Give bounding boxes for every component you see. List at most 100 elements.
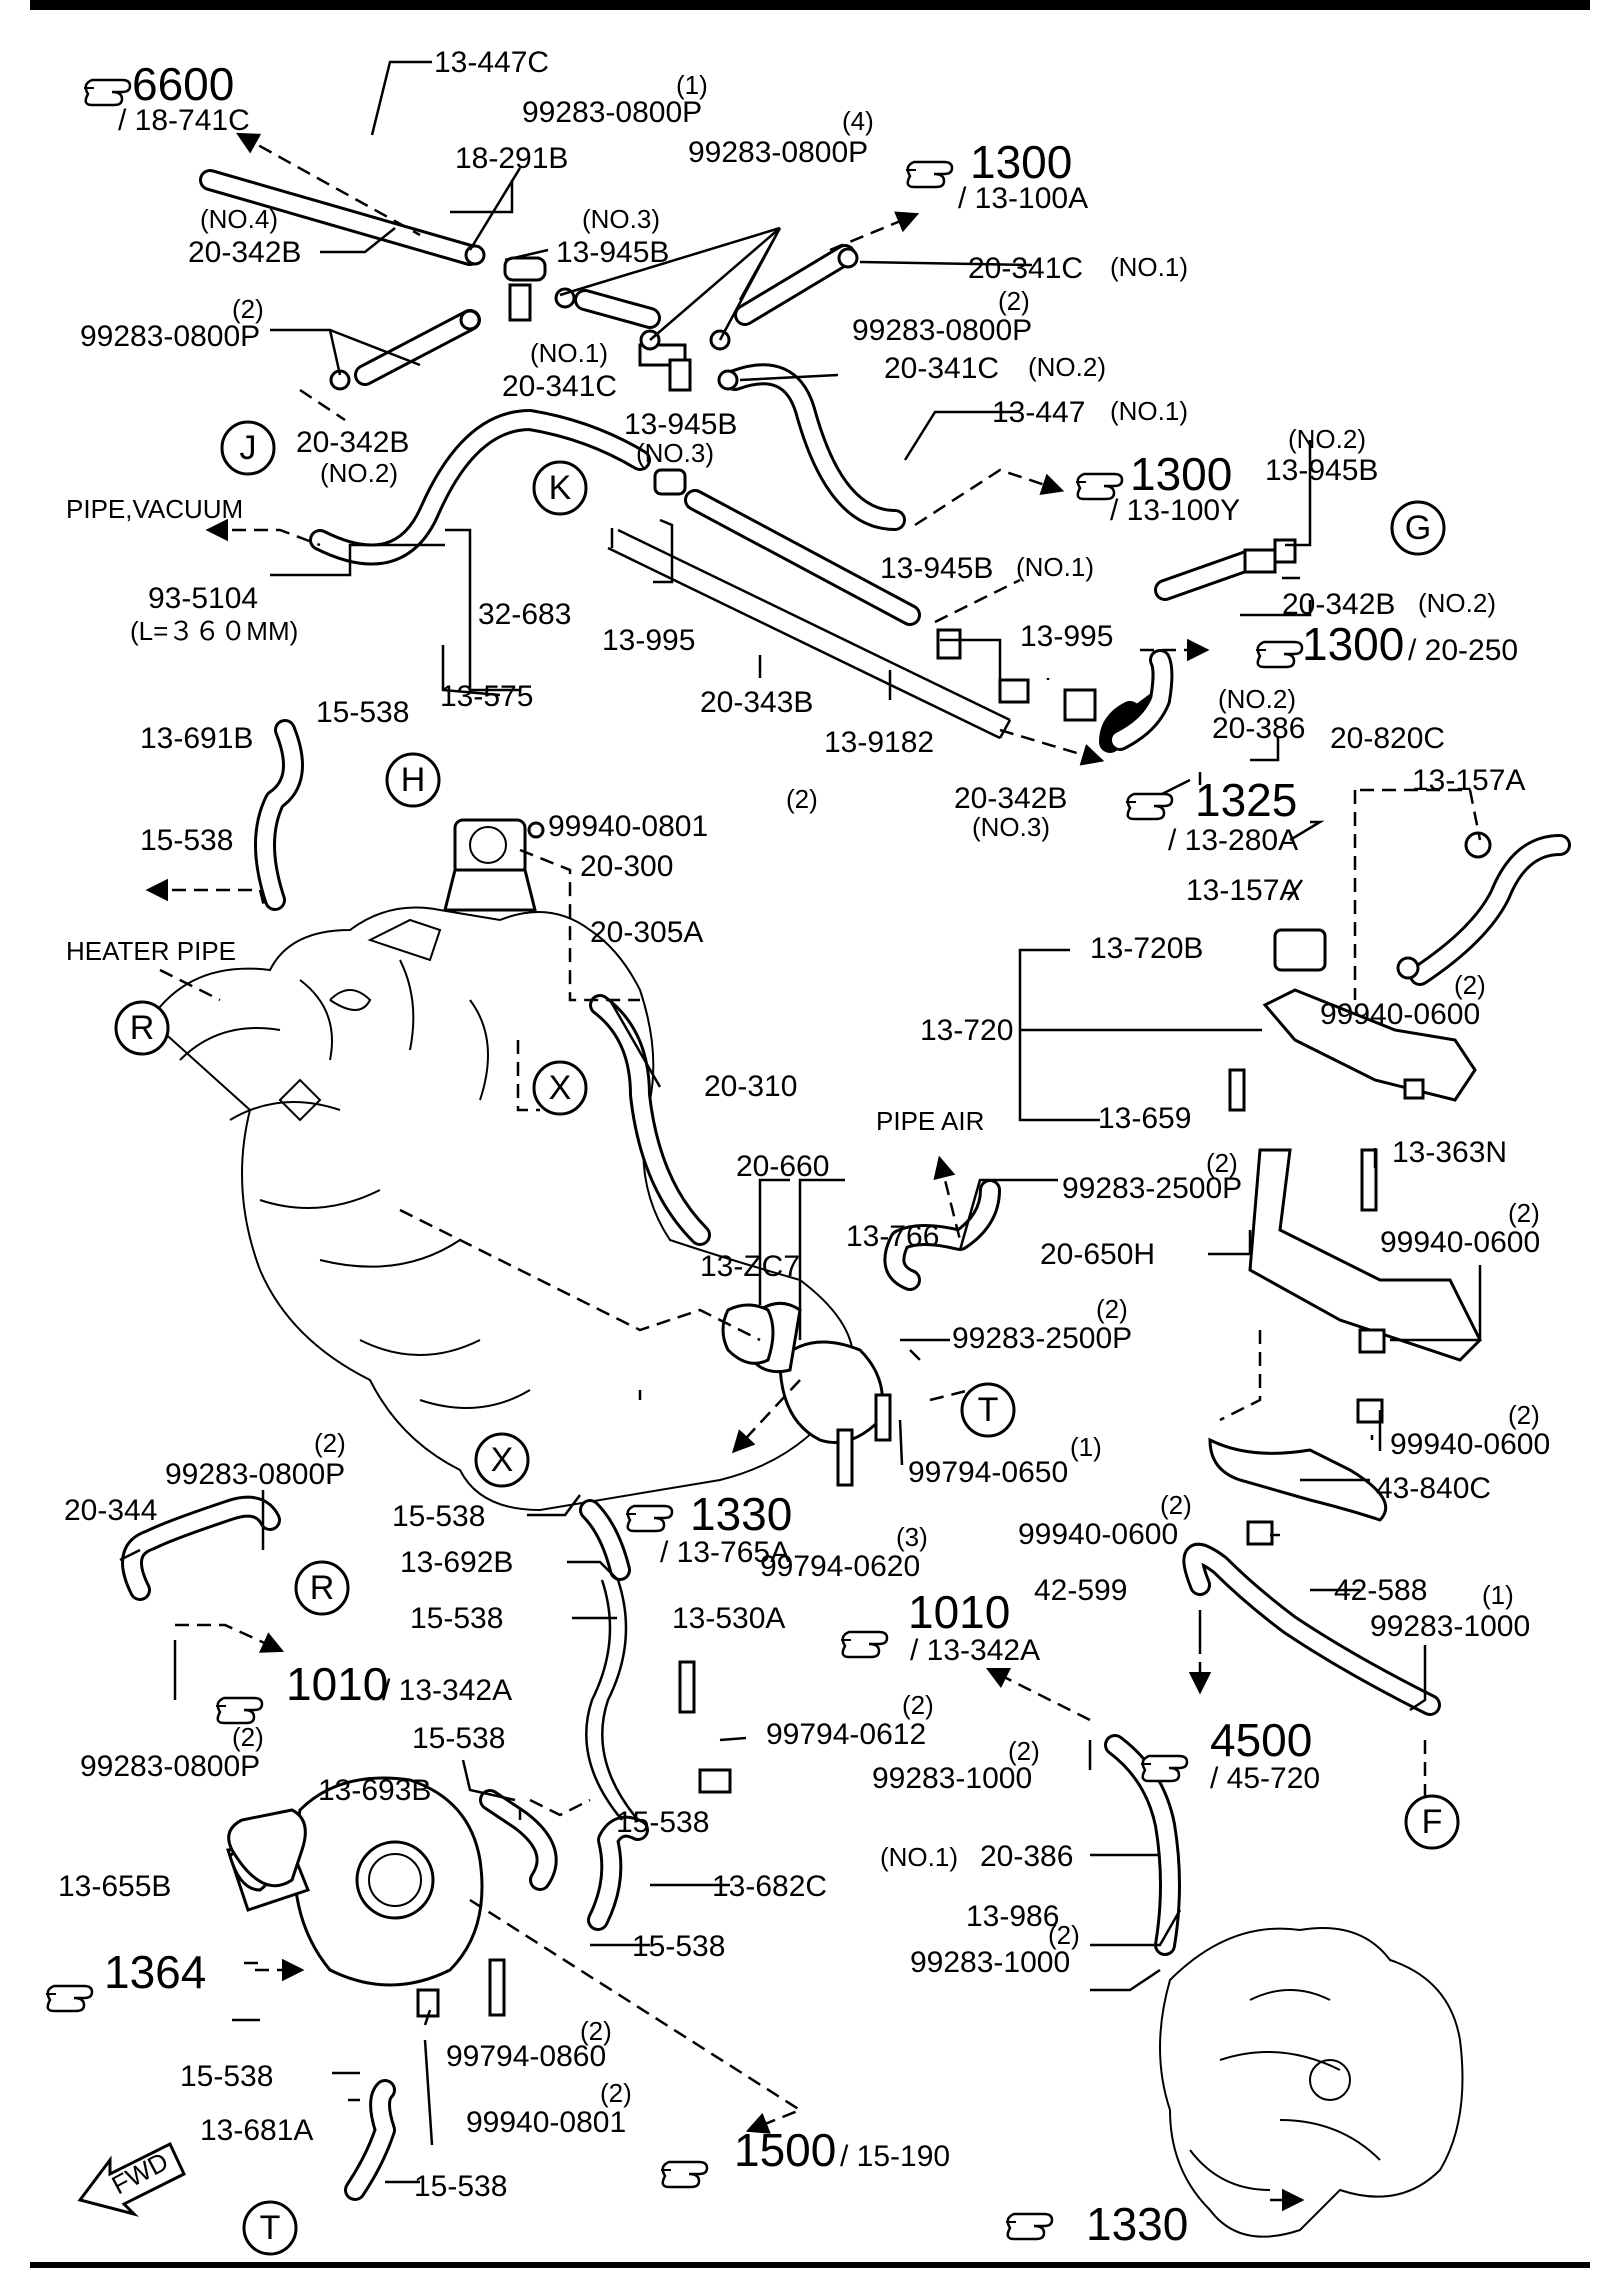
pointing-hand-icon — [82, 78, 132, 107]
dashed-reference-lines — [145, 132, 1482, 2212]
no3: (NO.3) — [582, 204, 660, 234]
fwd-arrow-icon: FWD — [77, 2141, 186, 2217]
ref-45-720: / 45-720 — [1210, 1762, 1320, 1795]
label-13-945b: 13-945B — [556, 236, 669, 269]
qty-2-o: (2) — [580, 2016, 612, 2046]
qty-2-k: (2) — [902, 1690, 934, 1720]
ref-13-765a: / 13-765A — [660, 1536, 790, 1569]
label-13-157a: 13-157A — [1412, 764, 1525, 797]
qty-1-c: (1) — [1482, 1580, 1514, 1610]
no2-d: (NO.2) — [1418, 588, 1496, 618]
label-13-655b: 13-655B — [58, 1870, 171, 1903]
qty-2-p: (2) — [600, 2078, 632, 2108]
label-13-945b-c: 13-945B — [1265, 454, 1378, 487]
intake-manifold-illustration — [1159, 1927, 1464, 2238]
label-18-291b: 18-291B — [455, 142, 568, 175]
label-20-343b: 20-343B — [700, 686, 813, 719]
ref-20-250: / 20-250 — [1408, 634, 1518, 667]
label-13-447: 13-447 — [992, 396, 1085, 429]
callout-t-2: T — [260, 2209, 281, 2247]
pointing-hand-icon — [904, 160, 954, 189]
qty-2-n: (2) — [1048, 1920, 1080, 1950]
label-20-386-b: 20-386 — [980, 1840, 1073, 1873]
label-13-zc7: 13-ZC7 — [700, 1250, 800, 1283]
label-20-342b-c: 20-342B — [1282, 588, 1395, 621]
pointing-hand-icon — [624, 1504, 674, 1533]
label-20-386: 20-386 — [1212, 712, 1305, 745]
label-99940-0600-d: 99940-0600 — [1018, 1518, 1178, 1551]
no2-c: (NO.2) — [1288, 424, 1366, 454]
qty-1: (1) — [676, 70, 708, 100]
solenoid-valve — [443, 818, 545, 912]
ref-1010: 1010 — [908, 1586, 1010, 1638]
label-99794-0612: 99794-0612 — [766, 1718, 926, 1751]
callout-h: H — [401, 761, 426, 799]
ref-1330-b: 1330 — [1086, 2198, 1188, 2250]
callout-x: X — [549, 1069, 572, 1107]
qty-2-j: (2) — [1160, 1490, 1192, 1520]
ref-1330: 1330 — [690, 1488, 792, 1540]
pipe-air: PIPE AIR — [876, 1106, 984, 1136]
qty-2-m: (2) — [1008, 1736, 1040, 1766]
label-length: (L=３６０MM) — [130, 616, 298, 646]
label-15-538-d: 15-538 — [410, 1602, 503, 1635]
label-13-9182: 13-9182 — [824, 726, 934, 759]
fittings — [329, 244, 1492, 980]
pipe-vacuum: PIPE,VACUUM — [66, 494, 243, 524]
label-42-599: 42-599 — [1034, 1574, 1127, 1607]
no1-b: (NO.1) — [530, 338, 608, 368]
label-13-720b: 13-720B — [1090, 932, 1203, 965]
bracket-20-650h — [1248, 1148, 1482, 1424]
label-20-660: 20-660 — [736, 1150, 829, 1183]
ref-6600: 6600 — [132, 58, 234, 110]
label-20-341c-b: 20-341C — [502, 370, 617, 403]
label-13-682c: 13-682C — [712, 1870, 827, 1903]
label-13-681a: 13-681A — [200, 2114, 313, 2147]
bolts — [416, 1068, 1378, 2018]
qty-2: (2) — [998, 286, 1030, 316]
gasket-13-655b — [227, 1808, 307, 1888]
label-13-945b-b: 13-945B — [624, 408, 737, 441]
label-43-840c: 43-840C — [1376, 1472, 1491, 1505]
label-15-538-b: 15-538 — [140, 824, 233, 857]
callout-x-2: X — [491, 1441, 514, 1479]
no1-c: (NO.1) — [1110, 396, 1188, 426]
qty-2-f: (2) — [1508, 1198, 1540, 1228]
label-93-5104: 93-5104 — [148, 582, 258, 615]
qty-2-c: (2) — [786, 784, 818, 814]
ref-4500: 4500 — [1210, 1714, 1312, 1766]
ref-13-100y: / 13-100Y — [1110, 494, 1240, 527]
pointing-hand-icon — [839, 1630, 889, 1659]
label-20-305a: 20-305A — [590, 916, 703, 949]
no3-b: (NO.3) — [636, 438, 714, 468]
ref-1300-b: 1300 — [1130, 448, 1232, 500]
label-13-945b-d: 13-945B — [880, 552, 993, 585]
callout-t: T — [978, 1391, 999, 1429]
part-labels: 6600 / 18-741C 13-447C (1) 99283-0800P 1… — [58, 46, 1550, 2250]
label-99794-0650: 99794-0650 — [908, 1456, 1068, 1489]
label-20-650h: 20-650H — [1040, 1238, 1155, 1271]
label-13-693b: 13-693B — [318, 1774, 431, 1807]
qty-2-i: (2) — [314, 1428, 346, 1458]
pointing-hand-icon — [44, 1984, 94, 2013]
label-99283-1000: 99283-1000 — [1370, 1610, 1530, 1643]
no3-c: (NO.3) — [972, 812, 1050, 842]
label-13-363n: 13-363N — [1392, 1136, 1507, 1169]
label-13-995: 13-995 — [602, 624, 695, 657]
label-13-720: 13-720 — [920, 1014, 1013, 1047]
ref-1325: 1325 — [1195, 774, 1297, 826]
callout-r-2: R — [310, 1569, 335, 1607]
label-20-342b: 20-342B — [188, 236, 301, 269]
label-13-530a: 13-530A — [672, 1602, 785, 1635]
label-15-538-c: 15-538 — [392, 1500, 485, 1533]
callout-k: K — [549, 469, 572, 507]
label-99283-2500p-b: 99283-2500P — [952, 1322, 1132, 1355]
label-99283-1000-b: 99283-1000 — [872, 1762, 1032, 1795]
label-20-341c: 20-341C — [968, 252, 1083, 285]
ref-1300: 1300 — [970, 136, 1072, 188]
label-99283-2500p: 99283-2500P — [1062, 1172, 1242, 1205]
label-13-157a-b: 13-157A — [1186, 874, 1299, 907]
ref-13-280a: / 13-280A — [1168, 824, 1298, 857]
label-99940-0801-b: 99940-0801 — [466, 2106, 626, 2139]
